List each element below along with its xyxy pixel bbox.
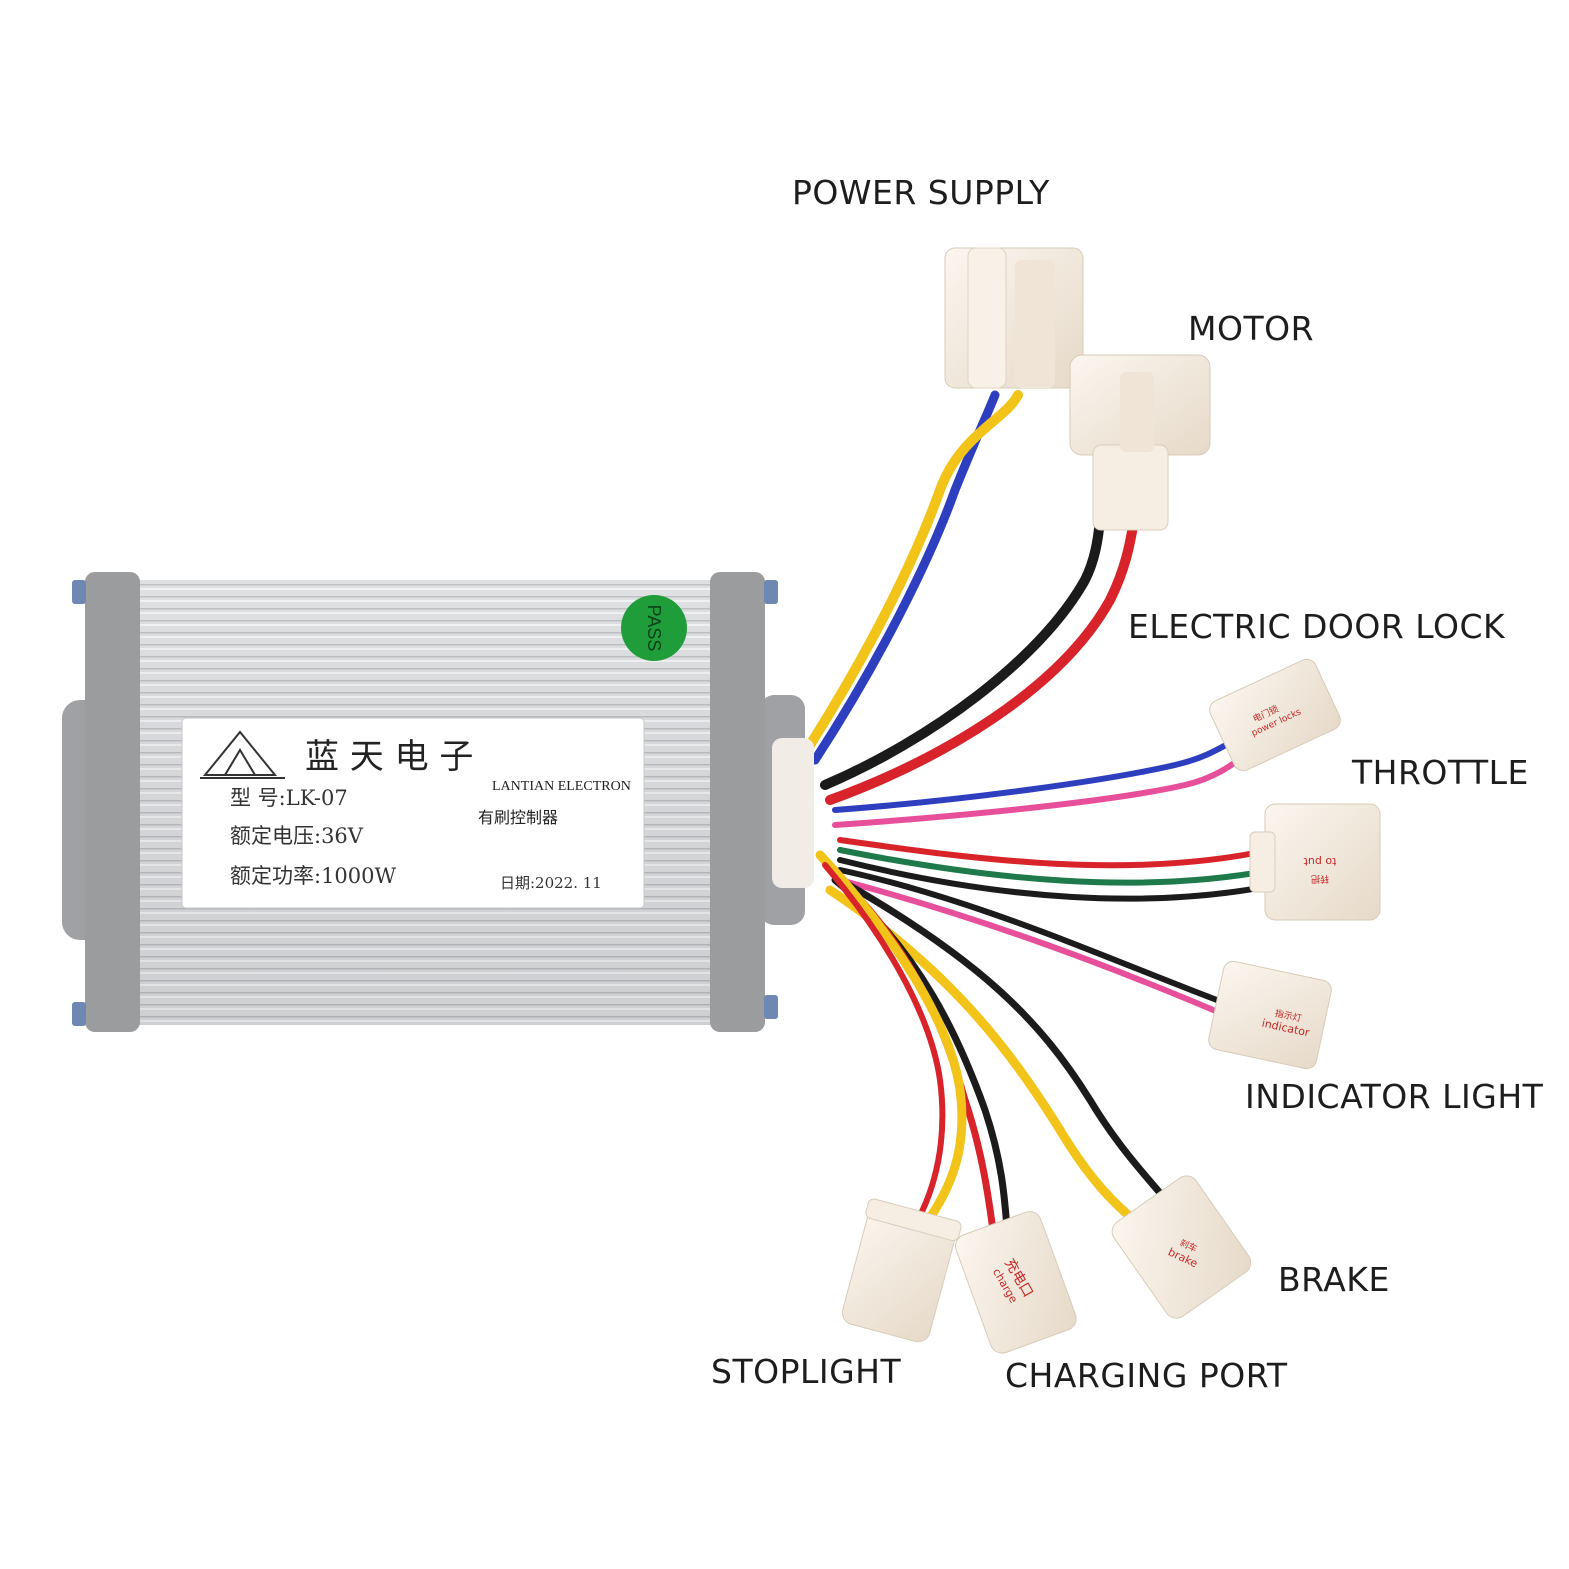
left-end-cap: [85, 572, 140, 1032]
brake-wire-yellow: [825, 885, 1145, 1230]
screw-icon: [764, 580, 778, 604]
wire-grommet: [772, 738, 814, 888]
wire-harness: [805, 390, 1278, 1249]
throttle-wire-black: [837, 857, 1278, 902]
motor-wire-black: [820, 515, 1105, 790]
product-label: 蓝 天 电 子 LANTIAN ELECTRON 有刷控制器 型 号:LK-07…: [181, 717, 645, 909]
brand-cn: 蓝 天 电 子: [305, 737, 473, 777]
screw-icon: [72, 580, 86, 604]
motor-connector: [1069, 354, 1211, 531]
brand-en: LANTIAN ELECTRON: [492, 779, 631, 794]
brake-connector: 刹车 brake: [1111, 1175, 1252, 1319]
door-lock-wire-blue: [832, 737, 1238, 813]
door-lock-connector: 电门锁 power locks: [1209, 658, 1341, 772]
callout-indicator-light: INDICATOR LIGHT: [1245, 1077, 1544, 1116]
callout-stoplight: STOPLIGHT: [711, 1352, 902, 1391]
screw-icon: [72, 1002, 86, 1026]
right-end-cap: [710, 572, 765, 1032]
date-line: 日期:2022. 11: [500, 874, 602, 892]
charging-port-connector: 充电口 charge: [955, 1211, 1077, 1354]
callout-throttle: THROTTLE: [1352, 753, 1529, 792]
model-line: 型 号:LK-07: [230, 786, 348, 810]
throttle-tag-en: to put: [1303, 855, 1336, 868]
brake-wire-black: [836, 876, 1174, 1209]
callout-electric-door-lock: ELECTRIC DOOR LOCK: [1128, 607, 1506, 646]
motor-wire-red: [825, 515, 1139, 805]
power-line: 额定功率:1000W: [230, 864, 397, 888]
callout-brake: BRAKE: [1278, 1260, 1390, 1299]
pass-sticker: PASS: [621, 595, 687, 661]
lantian-logo-icon: [200, 730, 285, 779]
callout-charging-port: CHARGING PORT: [1005, 1356, 1288, 1395]
throttle-connector: 转把 to put: [1249, 803, 1381, 921]
callout-power-supply: POWER SUPPLY: [792, 173, 1050, 212]
door-lock-wire-pink: [832, 752, 1248, 828]
product-cn: 有刷控制器: [478, 808, 558, 827]
stoplight-wire-yellow: [815, 850, 967, 1230]
indicator-connector: 指示灯 indicator: [1208, 960, 1332, 1070]
screw-icon: [764, 995, 778, 1019]
throttle-wire-red: [837, 837, 1273, 869]
throttle-wire-green: [837, 847, 1275, 886]
throttle-tag-cn: 转把: [1311, 873, 1329, 885]
stoplight-wire-red: [822, 862, 946, 1228]
callout-motor: MOTOR: [1188, 309, 1315, 348]
voltage-line: 额定电压:36V: [230, 824, 364, 848]
indicator-wire-pink: [837, 877, 1235, 1021]
stoplight-connector: [841, 1198, 962, 1343]
indicator-wire-black: [837, 867, 1233, 1008]
pass-sticker-text: PASS: [644, 605, 664, 652]
power-supply-wire-yellow: [805, 390, 1023, 750]
power-supply-connector: [944, 247, 1084, 389]
